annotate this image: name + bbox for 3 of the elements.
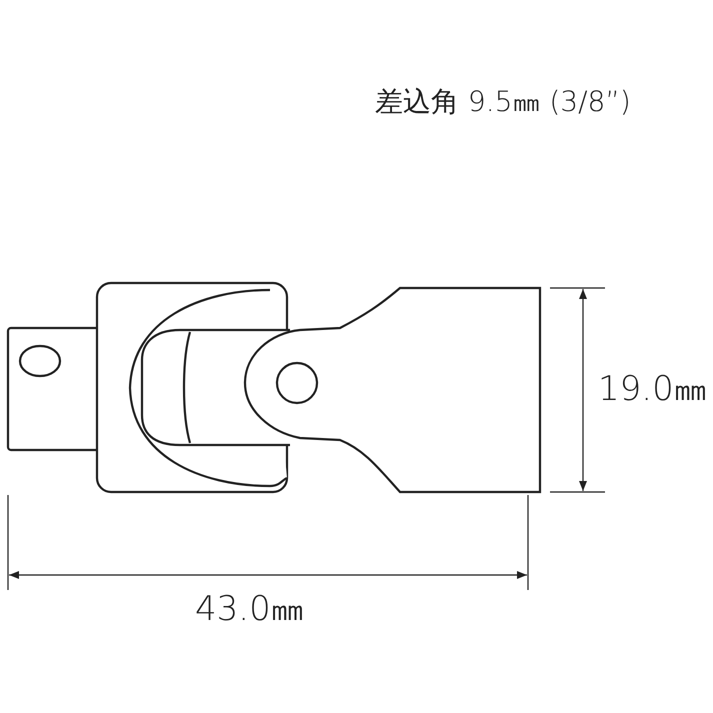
dimension-label: 19.0㎜ [598,372,708,406]
dimension-label: 43.0㎜ [195,592,305,626]
specification-text: 差込角 9.5㎜ (3/8”) [375,88,631,116]
